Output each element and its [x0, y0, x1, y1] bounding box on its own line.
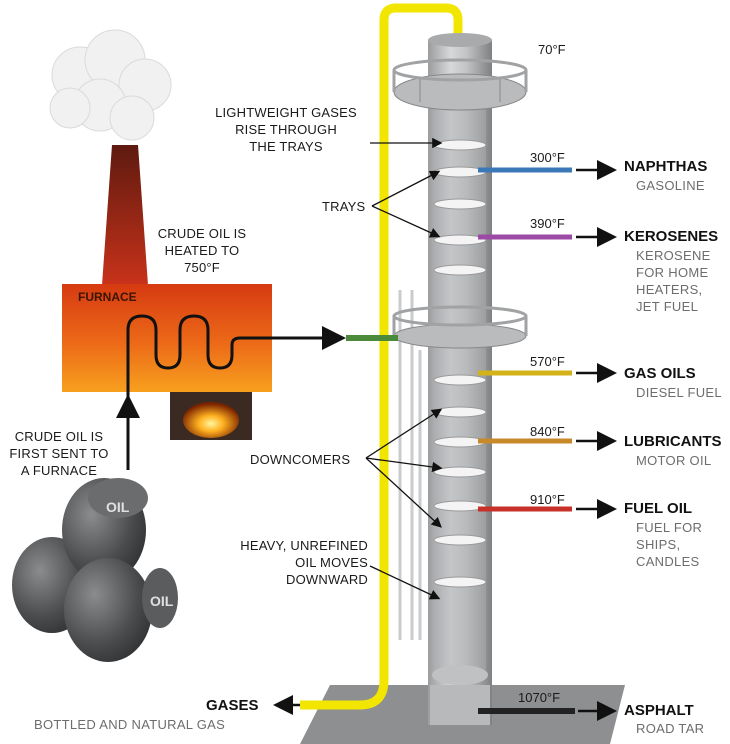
gas-pipe — [300, 3, 463, 710]
product-fuel-oil: FUEL OIL — [624, 500, 693, 517]
product-lubricants: LUBRICANTS — [624, 433, 722, 450]
heated-label: CRUDE OIL IS HEATED TO 750°F — [157, 226, 247, 275]
product-naphthas: NAPHTHAS — [624, 158, 708, 175]
tray-10 — [433, 500, 487, 512]
trays-label: TRAYS — [322, 199, 366, 214]
temp-840: 840°F — [530, 424, 565, 439]
product-kerosenes: KEROSENES — [624, 228, 719, 245]
barrel-label-1: OIL — [106, 499, 130, 515]
tray-12 — [433, 576, 487, 588]
pointer-lines — [365, 137, 443, 600]
product-asphalt: ASPHALT — [624, 702, 694, 719]
tray-9 — [433, 466, 487, 478]
temp-390: 390°F — [530, 216, 565, 231]
temp-top: 70°F — [538, 42, 566, 57]
temp-910: 910°F — [530, 492, 565, 507]
heavy-oil-label: HEAVY, UNREFINED OIL MOVES DOWNWARD — [240, 538, 368, 587]
use-lubricants: MOTOR OIL — [636, 453, 712, 468]
tray-6 — [433, 374, 487, 386]
tray-11 — [433, 534, 487, 546]
use-naphthas: GASOLINE — [636, 178, 705, 193]
top-platform — [392, 58, 528, 111]
use-gas-oils: DIESEL FUEL — [636, 385, 722, 400]
temp-1070: 1070°F — [518, 690, 561, 705]
column-top — [428, 33, 492, 47]
fire — [183, 402, 239, 438]
product-arrows — [576, 160, 617, 519]
downcomers-label: DOWNCOMERS — [250, 452, 351, 467]
tray-7 — [433, 406, 487, 418]
tray-4 — [433, 234, 487, 246]
use-fuel-oil: FUEL FOR SHIPS, CANDLES — [636, 520, 703, 569]
tray-1 — [433, 139, 487, 151]
outlet-pipes — [478, 167, 572, 512]
furnace-label: FURNACE — [78, 290, 137, 304]
use-kerosenes: KEROSENE FOR HOME HEATERS, JET FUEL — [636, 248, 711, 314]
tray-3 — [433, 198, 487, 210]
chimney — [102, 145, 148, 285]
tray-5 — [433, 264, 487, 276]
first-sent-label: CRUDE OIL IS FIRST SENT TO A FURNACE — [9, 429, 109, 478]
use-asphalt: ROAD TAR — [636, 721, 705, 736]
furnace-coil — [126, 314, 346, 400]
use-gases: BOTTLED AND NATURAL GAS — [34, 717, 226, 732]
middle-platform — [392, 305, 528, 349]
product-gas-oils: GAS OILS — [624, 365, 696, 382]
lightweight-gases-label: LIGHTWEIGHT GASES RISE THROUGH THE TRAYS — [215, 105, 357, 154]
ladder — [398, 290, 422, 640]
product-gases: GASES — [206, 697, 259, 714]
temp-300: 300°F — [530, 150, 565, 165]
smoke-cloud — [49, 29, 172, 141]
temp-570: 570°F — [530, 354, 565, 369]
oil-barrels — [12, 478, 178, 662]
feed-pipe — [346, 335, 398, 341]
barrel-label-2: OIL — [150, 593, 174, 609]
